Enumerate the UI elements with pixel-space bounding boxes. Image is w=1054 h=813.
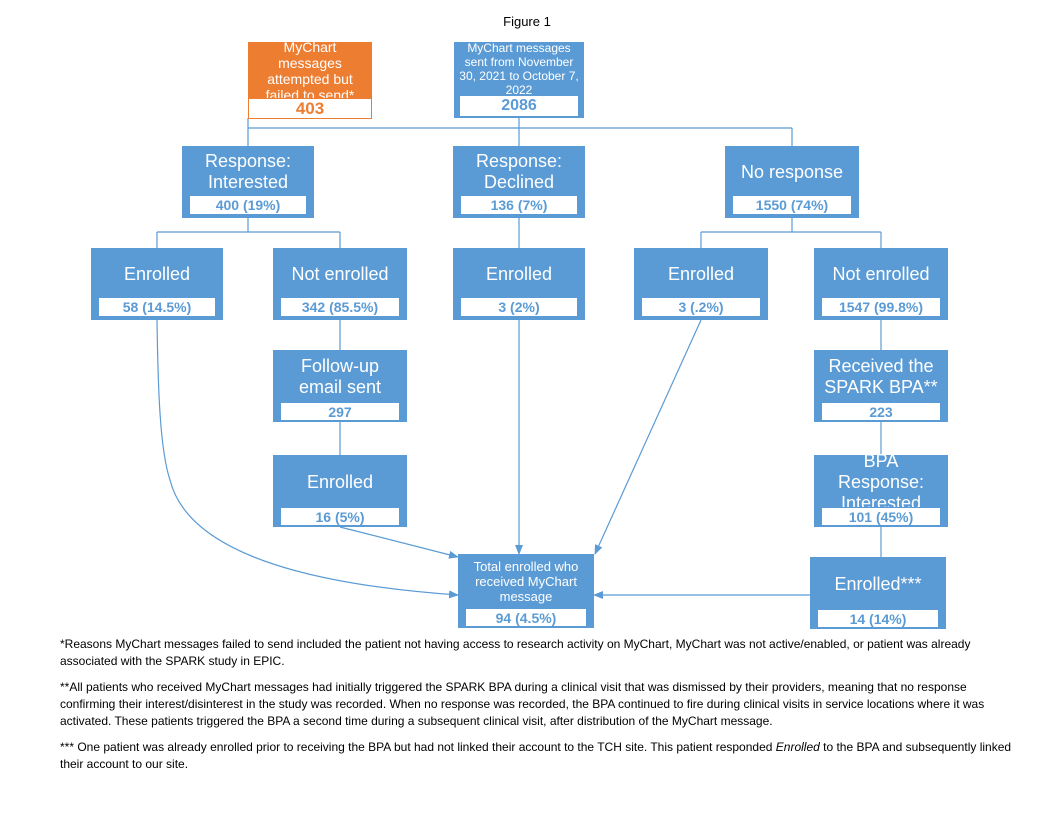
response-interested-box: Response: Interested 400 (19%) (182, 146, 314, 218)
followup-enrolled-count: 16 (5%) (280, 507, 400, 526)
failed-to-send-box: MyChart messages attempted but failed to… (248, 39, 372, 119)
response-declined-count: 136 (7%) (460, 195, 578, 215)
interested-not-enrolled-label: Not enrolled (291, 263, 389, 284)
footnote-3-part1: *** One patient was already enrolled pri… (60, 740, 776, 754)
bpa-enrolled-box: Enrolled*** 14 (14%) (810, 557, 946, 629)
messages-sent-count: 2086 (459, 95, 579, 117)
arrow-followup-enrolled-to-total (339, 526, 459, 559)
total-enrolled-count: 94 (4.5%) (465, 608, 587, 627)
response-declined-box: Response: Declined 136 (7%) (453, 146, 585, 218)
followup-enrolled-label: Enrolled (306, 471, 374, 492)
declined-enrolled-label: Enrolled (485, 263, 553, 284)
no-response-not-enrolled-count: 1547 (99.8%) (821, 297, 941, 317)
messages-sent-label: MyChart messages sent from November 30, … (459, 41, 579, 97)
messages-sent-box: MyChart messages sent from November 30, … (454, 41, 584, 118)
response-interested-count: 400 (19%) (189, 195, 307, 215)
bpa-interested-label: BPA Response: Interested (837, 450, 925, 513)
followup-email-label: Follow-up email sent (298, 356, 382, 397)
declined-enrolled-count: 3 (2%) (460, 297, 578, 317)
footnote-2: **All patients who received MyChart mess… (60, 680, 985, 728)
arrow-int-enrolled-to-total (156, 319, 459, 599)
interested-not-enrolled-count: 342 (85.5%) (280, 297, 400, 317)
no-response-not-enrolled-label: Not enrolled (832, 263, 930, 284)
no-response-label: No response (740, 161, 844, 182)
spark-bpa-count: 223 (821, 402, 941, 421)
followup-email-count: 297 (280, 402, 400, 421)
interested-not-enrolled-box: Not enrolled 342 (85.5%) (273, 248, 407, 320)
total-enrolled-box: Total enrolled who received MyChart mess… (458, 554, 594, 628)
followup-email-box: Follow-up email sent 297 (273, 350, 407, 422)
footnote-3: *** One patient was already enrolled pri… (60, 739, 1020, 773)
no-response-not-enrolled-box: Not enrolled 1547 (99.8%) (814, 248, 948, 320)
failed-to-send-count: 403 (248, 98, 372, 119)
interested-enrolled-box: Enrolled 58 (14.5%) (91, 248, 223, 320)
footnote-3-italic: Enrolled (775, 740, 820, 754)
no-response-enrolled-label: Enrolled (667, 263, 735, 284)
spark-bpa-box: Received the SPARK BPA** 223 (814, 350, 948, 422)
no-response-enrolled-box: Enrolled 3 (.2%) (634, 248, 768, 320)
footnote-1: *Reasons MyChart messages failed to send… (60, 637, 971, 668)
failed-to-send-label: MyChart messages attempted but failed to… (265, 39, 355, 103)
no-response-box: No response 1550 (74%) (725, 146, 859, 218)
bpa-interested-box: BPA Response: Interested 101 (45%) (814, 450, 948, 527)
figure-title: Figure 1 (503, 14, 551, 29)
total-enrolled-label: Total enrolled who received MyChart mess… (473, 558, 579, 604)
response-declined-label: Response: Declined (475, 151, 563, 192)
footnote-3-part2: to the BPA and subsequently linked their… (60, 740, 1012, 771)
followup-enrolled-box: Enrolled 16 (5%) (273, 455, 407, 527)
no-response-count: 1550 (74%) (732, 195, 852, 215)
response-interested-label: Response: Interested (204, 151, 292, 192)
bpa-interested-count: 101 (45%) (821, 507, 941, 526)
arrow-nr-enrolled-to-total (594, 319, 702, 555)
interested-enrolled-count: 58 (14.5%) (98, 297, 216, 317)
bpa-enrolled-label: Enrolled*** (834, 573, 922, 594)
bpa-enrolled-count: 14 (14%) (817, 609, 939, 628)
no-response-enrolled-count: 3 (.2%) (641, 297, 761, 317)
spark-bpa-label: Received the SPARK BPA** (824, 356, 938, 397)
footnotes: *Reasons MyChart messages failed to send… (60, 636, 1020, 782)
declined-enrolled-box: Enrolled 3 (2%) (453, 248, 585, 320)
interested-enrolled-label: Enrolled (123, 263, 191, 284)
